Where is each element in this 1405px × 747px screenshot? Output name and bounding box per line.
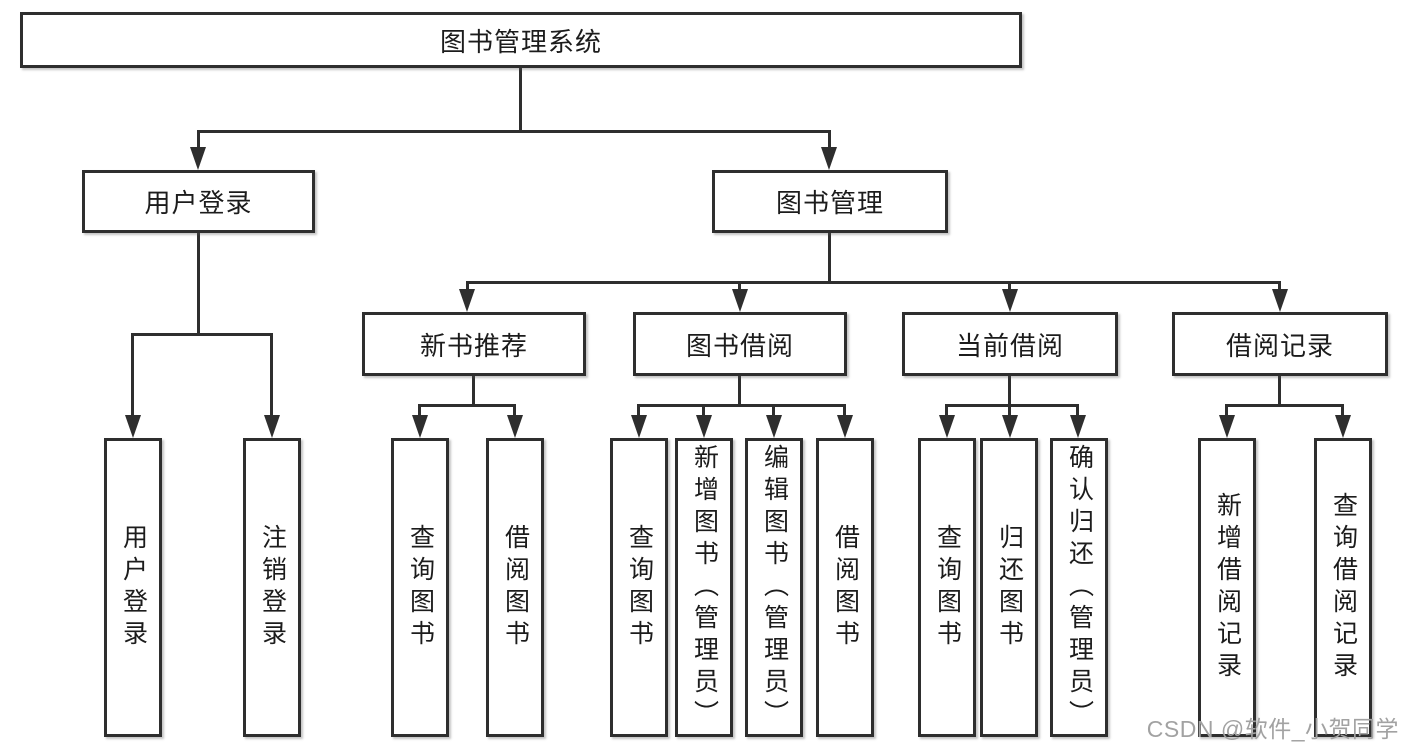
connector-stub — [637, 404, 640, 418]
leaf-label: 查询借阅记录 — [1329, 491, 1358, 684]
leaf-return-books: 归还图书 — [980, 438, 1038, 737]
leaf-query-borrow-record: 查询借阅记录 — [1314, 438, 1372, 737]
leaf-confirm-return-admin: 确认归还（管理员） — [1050, 438, 1108, 737]
leaf-label: 归还图书 — [995, 523, 1024, 652]
connector-stub — [1008, 281, 1011, 293]
arrow-down-icon — [1272, 289, 1288, 312]
leaf-label: 借阅图书 — [501, 523, 530, 652]
arrow-down-icon — [507, 415, 523, 438]
leaf-label: 用户登录 — [119, 523, 148, 652]
arrow-down-icon — [631, 415, 647, 438]
leaf-borrow-books: 借阅图书 — [816, 438, 874, 737]
connector-stub — [466, 281, 469, 293]
arrow-down-icon — [459, 289, 475, 312]
connector-stub — [131, 333, 134, 418]
node-current-borrow: 当前借阅 — [902, 312, 1118, 376]
connector-borrowrecords-stem — [1278, 376, 1281, 407]
leaf-label: 新增图书（管理员） — [690, 443, 719, 732]
arrow-down-icon — [1219, 415, 1235, 438]
connector-stub — [1341, 404, 1344, 418]
leaf-query-books-current: 查询图书 — [918, 438, 976, 737]
connector-stub — [1076, 404, 1079, 418]
connector-stub — [1225, 404, 1228, 418]
arrow-down-icon — [939, 415, 955, 438]
leaf-query-books-recommend: 查询图书 — [391, 438, 449, 737]
arrow-down-icon — [190, 147, 206, 170]
arrow-down-icon — [766, 415, 782, 438]
arrow-down-icon — [1335, 415, 1351, 438]
connector-bookmgmt-stem — [828, 233, 831, 284]
connector-borrowrecords-rail — [1226, 404, 1344, 407]
arrow-down-icon — [1002, 289, 1018, 312]
arrow-down-icon — [125, 415, 141, 438]
node-book-borrow-label: 图书借阅 — [685, 330, 794, 361]
connector-bookborrow-rail — [638, 404, 846, 407]
connector-root-stem — [519, 68, 522, 132]
node-book-management: 图书管理 — [712, 170, 948, 233]
connector-userlogin-rail — [132, 333, 273, 336]
connector-currentborrow-stem — [1008, 376, 1011, 407]
connector-stub — [772, 404, 775, 418]
csdn-watermark: CSDN @软件_小贺同学 — [1146, 716, 1399, 742]
arrow-down-icon — [732, 289, 748, 312]
connector-newbook-rail — [419, 404, 516, 407]
arrow-down-icon — [696, 415, 712, 438]
leaf-label: 借阅图书 — [831, 523, 860, 652]
connector-currentborrow-rail — [946, 404, 1079, 407]
arrow-down-icon — [1070, 415, 1086, 438]
node-current-borrow-label: 当前借阅 — [955, 330, 1064, 361]
connector-stub — [738, 281, 741, 293]
node-book-management-label: 图书管理 — [775, 188, 884, 218]
arrow-down-icon — [1002, 415, 1018, 438]
node-user-login: 用户登录 — [82, 170, 315, 233]
connector-stub — [270, 333, 273, 418]
leaf-edit-books-admin: 编辑图书（管理员） — [745, 438, 803, 737]
arrow-down-icon — [821, 147, 837, 170]
connector-bookborrow-stem — [738, 376, 741, 407]
connector-stub — [702, 404, 705, 418]
leaf-label: 查询图书 — [625, 523, 654, 652]
leaf-label: 注销登录 — [258, 523, 287, 652]
node-new-book-recommend: 新书推荐 — [362, 312, 586, 376]
connector-stub — [1278, 281, 1281, 293]
leaf-user-login: 用户登录 — [104, 438, 162, 737]
leaf-borrow-books-recommend: 借阅图书 — [486, 438, 544, 737]
connector-stub — [418, 404, 421, 418]
node-borrow-records-label: 借阅记录 — [1225, 330, 1334, 361]
leaf-add-books-admin: 新增图书（管理员） — [675, 438, 733, 737]
connector-bookmgmt-rail — [466, 281, 1281, 284]
leaf-label: 确认归还（管理员） — [1065, 443, 1094, 732]
connector-root-rail — [197, 130, 831, 133]
connector-stub — [828, 130, 831, 152]
connector-stub — [843, 404, 846, 418]
leaf-logout: 注销登录 — [243, 438, 301, 737]
node-book-borrow: 图书借阅 — [633, 312, 847, 376]
node-new-book-recommend-label: 新书推荐 — [419, 330, 528, 361]
leaf-label: 新增借阅记录 — [1213, 491, 1242, 684]
connector-stub — [945, 404, 948, 418]
connector-stub — [1008, 404, 1011, 418]
leaf-label: 编辑图书（管理员） — [760, 443, 789, 732]
node-root-label: 图书管理系统 — [439, 26, 602, 57]
leaf-label: 查询图书 — [933, 523, 962, 652]
connector-stub — [513, 404, 516, 418]
leaf-label: 查询图书 — [406, 523, 435, 652]
arrow-down-icon — [412, 415, 428, 438]
node-borrow-records: 借阅记录 — [1172, 312, 1388, 376]
connector-newbook-stem — [472, 376, 475, 407]
node-user-login-label: 用户登录 — [144, 188, 253, 218]
arrow-down-icon — [837, 415, 853, 438]
connector-userlogin-stem — [197, 233, 200, 336]
leaf-add-borrow-record: 新增借阅记录 — [1198, 438, 1256, 737]
leaf-query-books-borrow: 查询图书 — [610, 438, 668, 737]
connector-stub — [197, 130, 200, 152]
arrow-down-icon — [264, 415, 280, 438]
node-root: 图书管理系统 — [20, 12, 1022, 68]
